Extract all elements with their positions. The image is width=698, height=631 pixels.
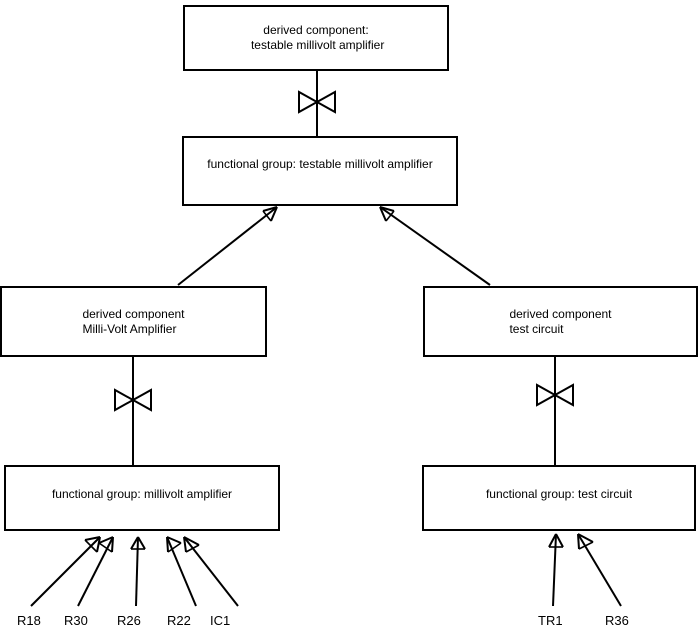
arrow-mv-amp-to-fg-testable	[177, 206, 278, 286]
node-derived-testable-amplifier-line1: derived component:	[263, 23, 369, 37]
node-functional-group-testable-amplifier-line1: functional group: testable millivolt amp…	[207, 156, 433, 171]
node-functional-group-millivolt-amplifier-line1: functional group: millivolt amplifier	[51, 486, 233, 501]
node-functional-group-test-circuit-line1: functional group: test circuit	[485, 486, 633, 501]
leaf-label-tr1[interactable]: TR1	[538, 613, 563, 628]
leaf-label-r22[interactable]: R22	[167, 613, 191, 628]
node-functional-group-test-circuit-text: functional group: test circuit	[486, 487, 632, 502]
node-functional-group-testable-amplifier-text: functional group: testable millivolt amp…	[207, 157, 432, 172]
node-functional-group-test-circuit[interactable]: functional group: test circuit	[422, 465, 696, 531]
node-derived-testable-amplifier[interactable]: derived component: testable millivolt am…	[183, 5, 449, 71]
bowtie-connector-left	[114, 388, 152, 412]
arrow-test-circuit-to-fg-testable	[379, 206, 491, 286]
leaf-label-ic1[interactable]: IC1	[210, 613, 231, 628]
node-derived-test-circuit-line1: derived component	[509, 306, 612, 321]
node-derived-test-circuit-line2: test circuit	[509, 321, 564, 336]
leaf-arrow-r36	[577, 533, 622, 607]
bowtie-connector-top	[298, 90, 336, 114]
leaf-arrow-r30	[77, 536, 114, 607]
node-derived-testable-amplifier-text: derived component: testable millivolt am…	[247, 23, 385, 53]
leaf-label-r26[interactable]: R26	[117, 613, 141, 628]
leaf-arrow-r22	[166, 536, 197, 607]
leaf-arrow-tr1	[548, 533, 564, 607]
node-derived-millivolt-amplifier-line2: Milli-Volt Amplifier	[82, 321, 177, 336]
node-functional-group-testable-amplifier[interactable]: functional group: testable millivolt amp…	[182, 136, 458, 206]
node-functional-group-millivolt-amplifier-text: functional group: millivolt amplifier	[52, 487, 232, 502]
bowtie-connector-right	[536, 383, 574, 407]
leaf-arrow-r26	[130, 536, 146, 607]
node-derived-testable-amplifier-line2: testable millivolt amplifier	[247, 38, 385, 52]
leaf-label-r36[interactable]: R36	[605, 613, 629, 628]
leaf-label-r30[interactable]: R30	[64, 613, 88, 628]
leaf-arrow-r18	[30, 536, 101, 607]
leaf-arrow-ic1	[183, 536, 239, 607]
node-derived-millivolt-amplifier-line1: derived component	[82, 306, 185, 321]
leaf-label-r18[interactable]: R18	[17, 613, 41, 628]
node-functional-group-millivolt-amplifier[interactable]: functional group: millivolt amplifier	[4, 465, 280, 531]
